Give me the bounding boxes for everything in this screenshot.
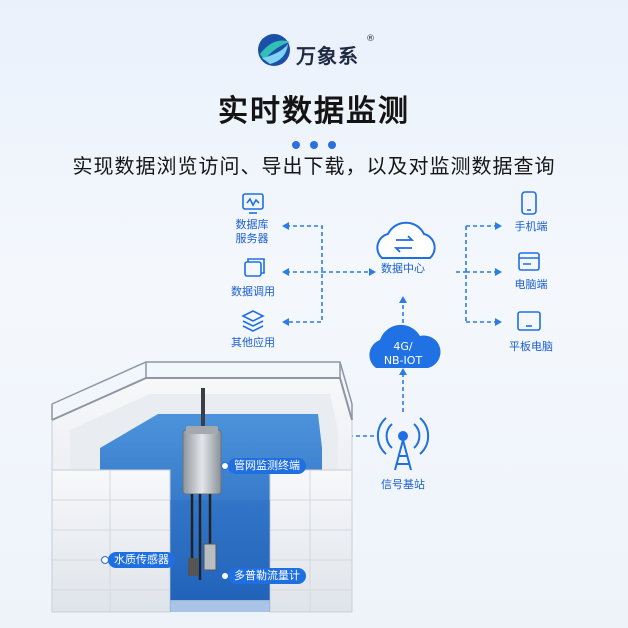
node-label-mobile: 手机端 bbox=[514, 220, 548, 233]
signal-tower-icon bbox=[376, 417, 430, 471]
db-server-icon bbox=[242, 193, 264, 214]
title-dots bbox=[0, 134, 628, 153]
node-label-base-station: 信号基站 bbox=[381, 478, 425, 491]
other-apps-icon bbox=[241, 310, 265, 332]
connector-arrows bbox=[282, 222, 502, 375]
node-label-db-server: 数据库 服务器 bbox=[235, 218, 269, 245]
brand-name: 万象系 bbox=[296, 44, 359, 68]
node-label-data-center: 数据中心 bbox=[381, 262, 425, 275]
callout-quality-sensor: 水质传感器 bbox=[101, 552, 175, 568]
data-center-cloud-icon bbox=[376, 221, 436, 259]
network-cloud-icon bbox=[369, 324, 441, 368]
node-label-pc: 电脑端 bbox=[514, 278, 548, 291]
page-title: 实时数据监测 bbox=[218, 94, 410, 129]
node-label-data-call: 数据调用 bbox=[231, 285, 275, 298]
node-label-other-apps: 其他应用 bbox=[231, 336, 275, 349]
node-label-network: 4G/ NB-IOT bbox=[383, 340, 423, 367]
pc-icon bbox=[518, 252, 540, 271]
monitoring-terminal-device bbox=[182, 388, 222, 580]
page-subtitle: 实现数据浏览访问、导出下载，以及对监测数据查询 bbox=[72, 154, 556, 178]
callout-terminal: 管网监测终端 bbox=[221, 458, 306, 474]
brand-header: 万象系 ® bbox=[0, 28, 628, 72]
brand-logo-icon bbox=[258, 34, 290, 66]
mobile-icon bbox=[521, 191, 537, 215]
brand-registered-mark: ® bbox=[366, 34, 375, 44]
callout-flow-meter: 多普勒流量计 bbox=[221, 568, 306, 584]
node-label-tablet: 平板电脑 bbox=[509, 340, 553, 353]
data-call-icon bbox=[244, 258, 265, 277]
tablet-icon bbox=[517, 311, 541, 331]
